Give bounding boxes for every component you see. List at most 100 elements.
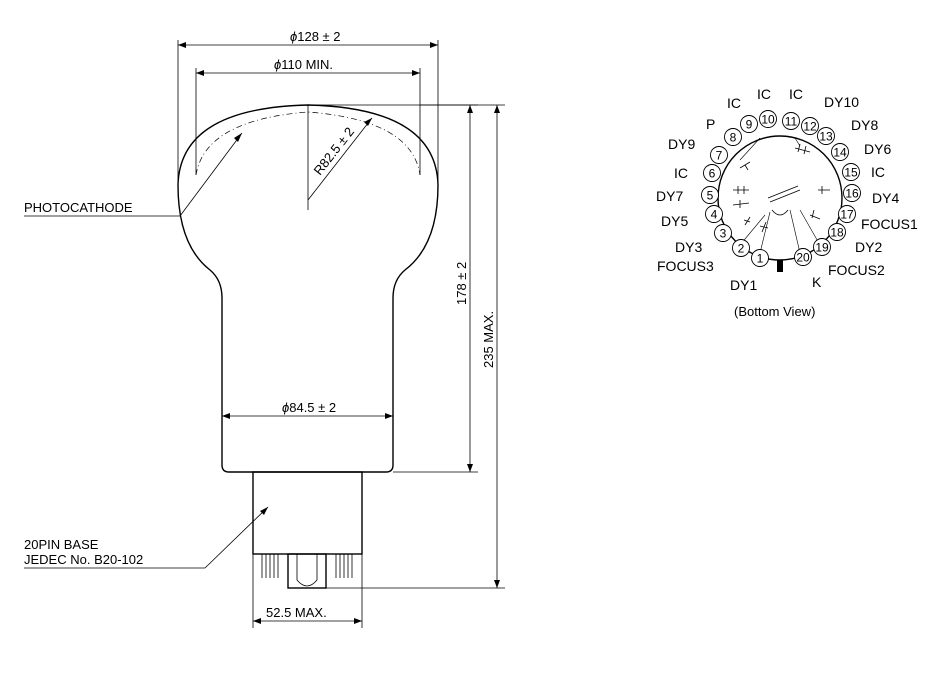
pin-circle xyxy=(701,186,719,204)
phi-symbol: ϕ xyxy=(274,57,281,72)
pin-number: 18 xyxy=(830,226,844,240)
pin-8: 8P xyxy=(706,116,742,146)
pin-number: 16 xyxy=(845,187,859,201)
pin-number: 6 xyxy=(709,167,716,181)
pin-number: 5 xyxy=(707,189,714,203)
pin-label: DY4 xyxy=(872,190,899,206)
dimension-lines xyxy=(24,40,505,628)
pin-circle xyxy=(703,164,721,182)
pin-circle xyxy=(724,128,742,146)
pin-label: IC xyxy=(789,86,803,102)
pin-15: 15 IC xyxy=(842,163,885,181)
pin-circle xyxy=(817,127,835,145)
pin-5: 5 DY7 xyxy=(656,186,719,204)
pin-label: P xyxy=(706,116,715,132)
pin-label: DY3 xyxy=(675,239,702,255)
phi-symbol: ϕ xyxy=(290,29,297,44)
pin-label: DY9 xyxy=(668,136,695,152)
pin-label: IC xyxy=(871,164,885,180)
tube-outline xyxy=(177,104,439,473)
bottom-view-label: (Bottom View) xyxy=(734,304,815,319)
pin-circle xyxy=(843,184,861,202)
pin-label: DY2 xyxy=(855,239,882,255)
pin-circle xyxy=(751,249,769,267)
dim-height-bulb: 178 ± 2 xyxy=(454,262,469,305)
pin-number: 20 xyxy=(796,251,810,265)
arrow-heads xyxy=(178,42,500,624)
pin-9: 9IC xyxy=(727,95,758,133)
pin-label: DY8 xyxy=(851,117,878,133)
pin-circle xyxy=(782,112,800,130)
pin-label: K xyxy=(812,274,822,290)
pin-number: 17 xyxy=(840,208,854,222)
dim-photocathode-min: 110 MIN. xyxy=(281,57,333,72)
pin-label: FOCUS1 xyxy=(861,216,918,232)
pin-number: 7 xyxy=(716,149,723,163)
pin-10: 10 IC xyxy=(757,86,777,128)
dim-base-width: 52.5 MAX. xyxy=(266,605,327,620)
pin-number: 15 xyxy=(844,166,858,180)
pin-number: 8 xyxy=(730,131,737,145)
pin-label: IC xyxy=(727,95,741,111)
pin-16: 16 DY4 xyxy=(843,184,899,206)
pin-circle xyxy=(794,248,812,266)
pin-label: DY5 xyxy=(661,213,688,229)
pin-circle xyxy=(710,146,728,164)
dim-height-total: 235 MAX. xyxy=(481,311,496,368)
pin-circle xyxy=(801,117,819,135)
pin-label: IC xyxy=(757,86,771,102)
svg-text:ϕ84.5 ± 2: ϕ84.5 ± 2 xyxy=(282,400,336,415)
pin-circle xyxy=(759,110,777,128)
pin-6: 6 IC xyxy=(674,164,721,182)
pin-label: IC xyxy=(674,165,688,181)
pin-circle xyxy=(813,238,831,256)
dim-bulb-diameter: 128 ± 2 xyxy=(297,29,340,44)
pin-circle xyxy=(828,223,846,241)
dimension-texts: ϕ128 ± 2 ϕ110 MIN. ϕ84.5 ± 2 R82.5 ± 2 1… xyxy=(266,29,496,620)
pin-4: 4 DY5 xyxy=(661,205,723,229)
base-label-line2: JEDEC No. B20-102 xyxy=(24,552,143,567)
pin-circle xyxy=(714,224,732,242)
pin-circle xyxy=(831,143,849,161)
photocathode-label: PHOTOCATHODE xyxy=(24,200,133,215)
pin-circle xyxy=(842,163,860,181)
pin-circle xyxy=(705,205,723,223)
pin-circle xyxy=(740,115,758,133)
pin-circle xyxy=(732,239,750,257)
pin-13: 13 DY8 xyxy=(817,117,878,145)
pin-14: 14 DY6 xyxy=(831,141,891,161)
pin-number: 19 xyxy=(815,241,829,255)
pin-number: 4 xyxy=(711,208,718,222)
pin-number: 12 xyxy=(803,120,817,134)
svg-text:ϕ128 ± 2: ϕ128 ± 2 xyxy=(290,29,341,44)
pin-number: 11 xyxy=(785,115,798,129)
tube-base xyxy=(252,471,363,589)
dim-radius: R82.5 ± 2 xyxy=(311,124,357,178)
pin-circle xyxy=(838,205,856,223)
pin-number: 10 xyxy=(761,113,775,127)
pin-number: 3 xyxy=(720,227,727,241)
pin-12: 12 DY10 xyxy=(801,94,859,135)
pin-label: DY6 xyxy=(864,141,891,157)
pin-label: DY1 xyxy=(730,277,757,293)
pin-number: 14 xyxy=(833,146,847,160)
pin-label: FOCUS3 xyxy=(657,258,714,274)
svg-text:ϕ110 MIN.: ϕ110 MIN. xyxy=(274,57,333,72)
pin-number: 2 xyxy=(738,242,745,256)
pin-2: 2 DY3 xyxy=(675,239,750,257)
pin-number: 13 xyxy=(819,130,833,144)
phi-symbol: ϕ xyxy=(282,400,289,415)
pin-label: DY7 xyxy=(656,188,683,204)
callout-labels: PHOTOCATHODE 20PIN BASE JEDEC No. B20-10… xyxy=(24,200,143,567)
dim-neck-diameter: 84.5 ± 2 xyxy=(289,400,336,415)
pin-11: 11 IC xyxy=(782,86,803,130)
pin-label: FOCUS2 xyxy=(828,262,885,278)
pin-label: DY10 xyxy=(824,94,859,110)
